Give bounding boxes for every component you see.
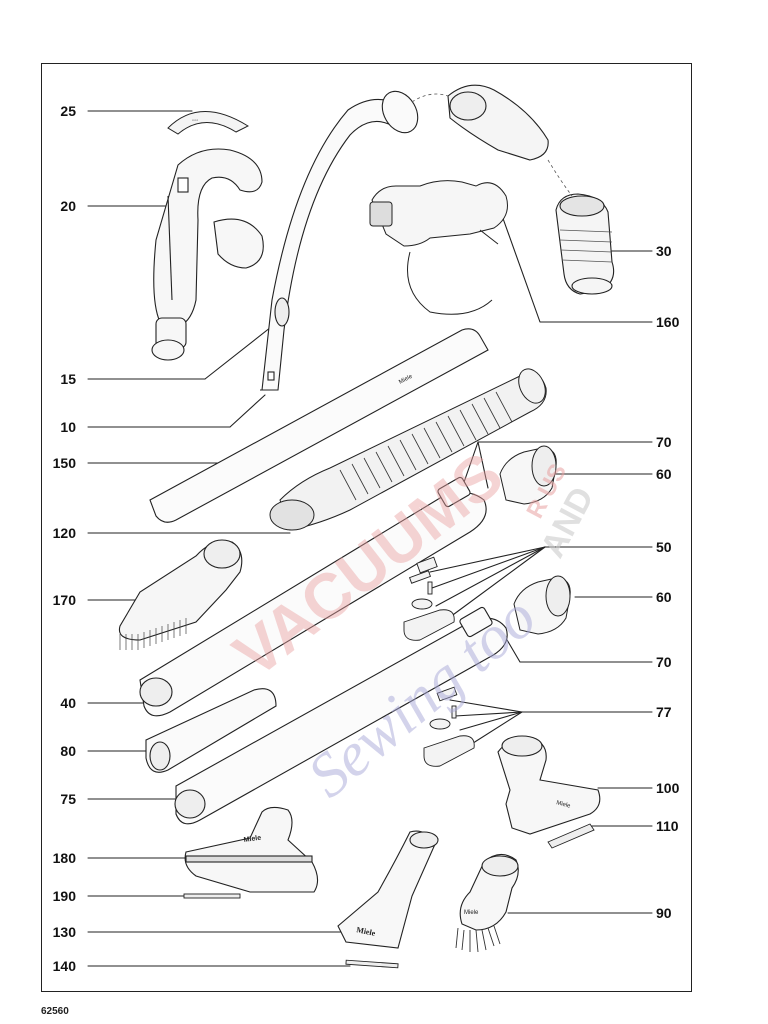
part-75-wand	[174, 606, 508, 825]
label-150: 150	[52, 455, 76, 471]
part-160-hose-swivel	[369, 180, 508, 315]
leader-70b	[499, 627, 653, 663]
label-20: 20	[60, 198, 76, 214]
label-15: 15	[60, 371, 76, 387]
leader-70a2	[477, 441, 489, 489]
part-110-strip	[547, 823, 595, 849]
part-190-strip	[183, 893, 241, 899]
part-90-dusting-brush: Miele	[455, 853, 519, 953]
part-120-flex-hose	[269, 368, 547, 531]
label-77: 77	[656, 704, 672, 720]
label-190: 190	[52, 888, 76, 904]
label-100: 100	[656, 780, 680, 796]
label-110: 110	[656, 818, 679, 834]
label-120: 120	[52, 525, 76, 541]
part-50-clip-set	[403, 556, 455, 641]
label-75: 75	[60, 791, 76, 807]
label-160: 160	[656, 314, 680, 330]
dust-brush-brand-mark: Miele	[464, 910, 479, 916]
label-170: 170	[52, 592, 76, 608]
label-130: 130	[52, 924, 76, 940]
part-60b-coupling	[513, 575, 571, 635]
part-60a-coupling	[499, 445, 557, 505]
label-50: 50	[656, 539, 672, 555]
label-30: 30	[656, 243, 672, 259]
page-code: 62560	[41, 1006, 69, 1017]
leader-70a	[461, 441, 653, 489]
label-140: 140	[52, 958, 76, 974]
part-40-wand	[139, 476, 487, 717]
crevice-brand-mark: Miele	[356, 925, 377, 938]
part-80-flat-tube	[145, 688, 277, 773]
label-180: 180	[52, 850, 76, 866]
leader-160	[499, 209, 653, 323]
part-30-hose-connector	[447, 84, 615, 295]
label-40: 40	[60, 695, 76, 711]
leader-15b	[204, 319, 281, 380]
part-10-curved-tube	[260, 90, 419, 391]
leader-10b	[229, 394, 266, 428]
label-80: 80	[60, 743, 76, 759]
label-60a: 60	[656, 466, 672, 482]
label-10: 10	[60, 419, 76, 435]
label-70b: 70	[656, 654, 672, 670]
diagram-frame	[41, 63, 692, 992]
label-70a: 70	[656, 434, 672, 450]
part-140-strip	[345, 959, 399, 969]
label-60b: 60	[656, 589, 672, 605]
part-180-floor-nozzle: Miele	[184, 806, 319, 893]
upholstery-brand-mark: Miele	[555, 800, 571, 810]
part-25-handle-cap: ◦◦◦	[167, 111, 250, 135]
part-150-extension-piece: Miele	[149, 328, 489, 523]
nozzle-brand-mark: Miele	[243, 835, 261, 844]
part-130-crevice-nozzle: Miele	[337, 830, 439, 949]
svg-text:◦◦◦: ◦◦◦	[192, 118, 198, 124]
part-100-upholstery-nozzle: Miele	[497, 735, 601, 835]
label-25: 25	[60, 103, 76, 119]
part-77-clip-set	[423, 686, 475, 767]
part-170-brush	[118, 539, 243, 650]
part-20-handle	[151, 148, 264, 361]
label-90: 90	[656, 905, 672, 921]
